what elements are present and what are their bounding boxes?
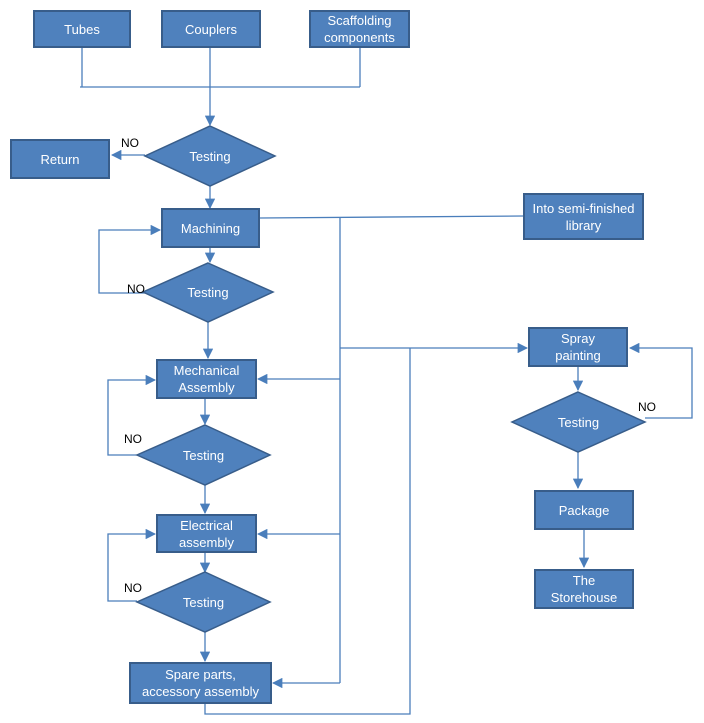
semi-finished-box: Into semi-finished library (523, 193, 644, 240)
loop-mechanical (107, 374, 157, 456)
connector-to-semi-finished (259, 215, 524, 219)
tubes-label: Tubes (64, 21, 100, 37)
testing-3-diamond (135, 424, 272, 486)
mechanical-assembly-label: Mechanical Assembly (173, 363, 240, 395)
testing-5-diamond (510, 391, 647, 453)
spray-painting-box: Spray painting (528, 327, 628, 367)
semi-finished-label: Into semi-finished library (532, 200, 635, 233)
return-box: Return (10, 139, 110, 179)
electrical-assembly-box: Electrical assembly (156, 514, 257, 553)
loop-machining (98, 224, 162, 294)
couplers-box: Couplers (161, 10, 261, 48)
no-label-return: NO (121, 136, 139, 150)
scaffolding-label: Scaffolding components (324, 13, 395, 45)
no-label-mechanical: NO (124, 432, 142, 446)
loop-electrical (107, 528, 157, 602)
loop-spray (628, 342, 693, 419)
scaffolding-box: Scaffolding components (309, 10, 410, 48)
couplers-label: Couplers (184, 21, 238, 37)
package-box: Package (534, 490, 634, 530)
no-label-electrical: NO (124, 581, 142, 595)
return-label: Return (40, 151, 80, 167)
machining-box: Machining (161, 208, 260, 248)
spare-parts-box: Spare parts, accessory assembly (129, 662, 272, 704)
no-label-spray: NO (638, 400, 656, 414)
package-label: Package (558, 502, 610, 518)
return-from-spare-parts (204, 348, 411, 715)
testing-4-diamond (135, 571, 272, 633)
storehouse-label: The Storehouse (550, 573, 618, 605)
spray-painting-label: Spray painting (555, 331, 601, 363)
mechanical-assembly-box: Mechanical Assembly (156, 359, 257, 399)
no-label-machining: NO (127, 282, 145, 296)
testing-2-diamond (141, 262, 275, 323)
storehouse-box: The Storehouse (534, 569, 634, 609)
spare-parts-label: Spare parts, accessory assembly (141, 667, 260, 699)
electrical-assembly-label: Electrical assembly (179, 517, 234, 550)
tubes-box: Tubes (33, 10, 131, 48)
testing-1-diamond (143, 125, 277, 187)
machining-label: Machining (180, 220, 241, 236)
